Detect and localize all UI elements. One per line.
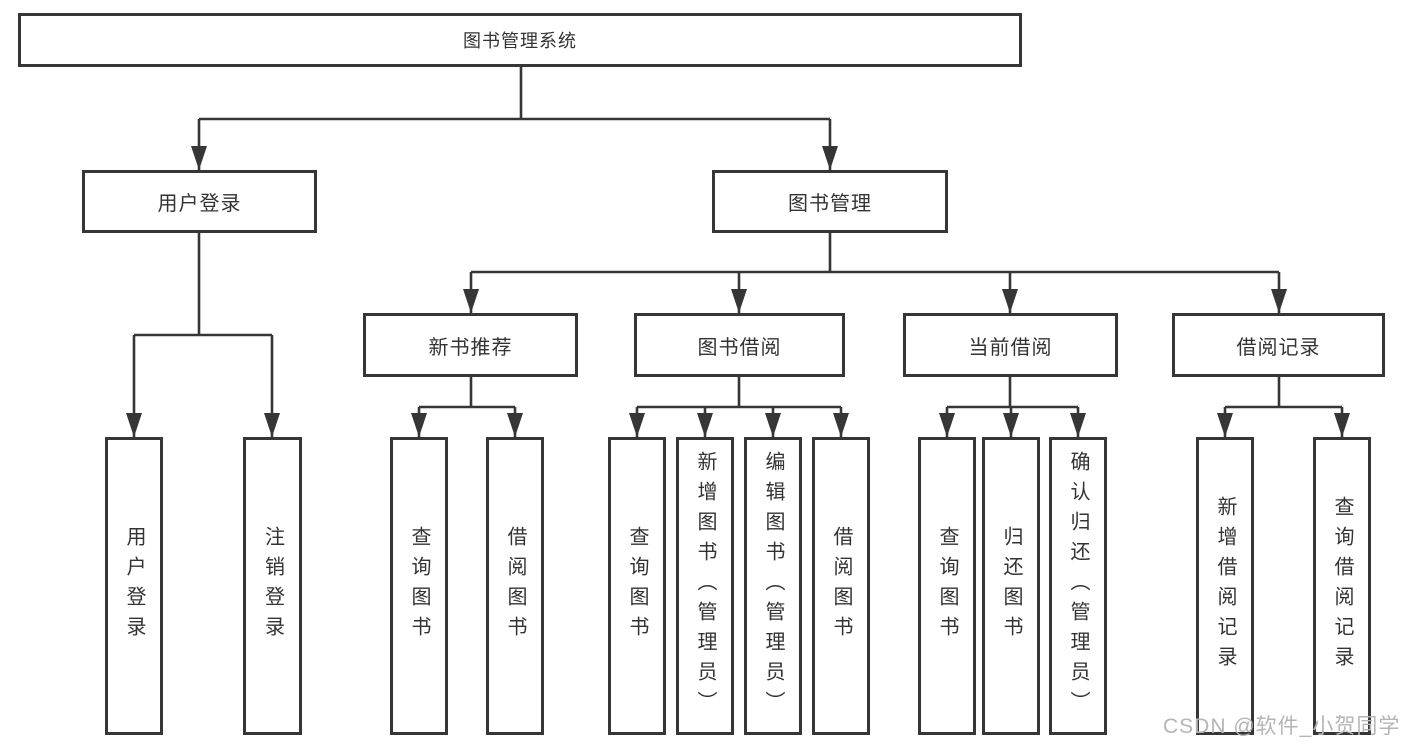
leaf-label: 新增图书（管理员） — [694, 451, 716, 721]
node-borrow-records: 借阅记录 — [1172, 313, 1385, 377]
node-new-book-recommend: 新书推荐 — [363, 313, 578, 377]
leaf-label: 注销登录 — [261, 526, 284, 646]
leaf-label: 确认归还（管理员） — [1067, 451, 1089, 721]
leaf-query-books-borrowing: 查询图书 — [608, 437, 666, 735]
leaf-label: 查询借阅记录 — [1331, 496, 1353, 676]
leaf-label: 编辑图书（管理员） — [762, 451, 784, 721]
leaf-label: 用户登录 — [123, 526, 145, 646]
leaf-confirm-return-admin: 确认归还（管理员） — [1049, 437, 1107, 735]
leaf-label: 借阅图书 — [504, 526, 526, 646]
leaf-return-books: 归还图书 — [982, 437, 1040, 735]
leaf-borrow-books-newbooks: 借阅图书 — [486, 437, 544, 735]
leaf-label: 查询图书 — [936, 526, 958, 646]
node-system-root: 图书管理系统 — [18, 13, 1022, 67]
leaf-add-books-admin: 新增图书（管理员） — [676, 437, 734, 735]
connector-userlogin-bus — [134, 233, 272, 337]
leaf-edit-books-admin: 编辑图书（管理员） — [744, 437, 802, 735]
leaf-query-books-newbooks: 查询图书 — [390, 437, 448, 735]
connector-borrowing-bus — [637, 377, 841, 409]
leaf-label: 查询图书 — [626, 526, 648, 646]
leaf-label: 借阅图书 — [830, 526, 852, 646]
connector-bookmgmt-bus — [471, 233, 1279, 274]
connector-newbooks-bus — [419, 377, 515, 409]
connector-records-bus — [1225, 377, 1342, 409]
connector-current-bus — [947, 377, 1078, 409]
leaf-query-books-current: 查询图书 — [918, 437, 976, 735]
leaf-logout: 注销登录 — [243, 437, 302, 735]
csdn-watermark: CSDN @软件_小贺同学 — [1163, 715, 1401, 738]
node-book-borrowing: 图书借阅 — [634, 313, 845, 377]
connector-root-bus — [199, 67, 830, 121]
node-current-borrowing: 当前借阅 — [903, 313, 1118, 377]
leaf-label: 查询图书 — [408, 526, 430, 646]
node-book-management: 图书管理 — [712, 170, 948, 233]
leaf-query-borrow-record: 查询借阅记录 — [1313, 437, 1371, 735]
leaf-borrow-books-borrowing: 借阅图书 — [812, 437, 870, 735]
leaf-label: 归还图书 — [1000, 526, 1022, 646]
leaf-label: 新增借阅记录 — [1214, 496, 1236, 676]
leaf-user-login: 用户登录 — [105, 437, 163, 735]
node-user-login: 用户登录 — [82, 170, 317, 233]
leaf-add-borrow-record: 新增借阅记录 — [1196, 437, 1254, 735]
